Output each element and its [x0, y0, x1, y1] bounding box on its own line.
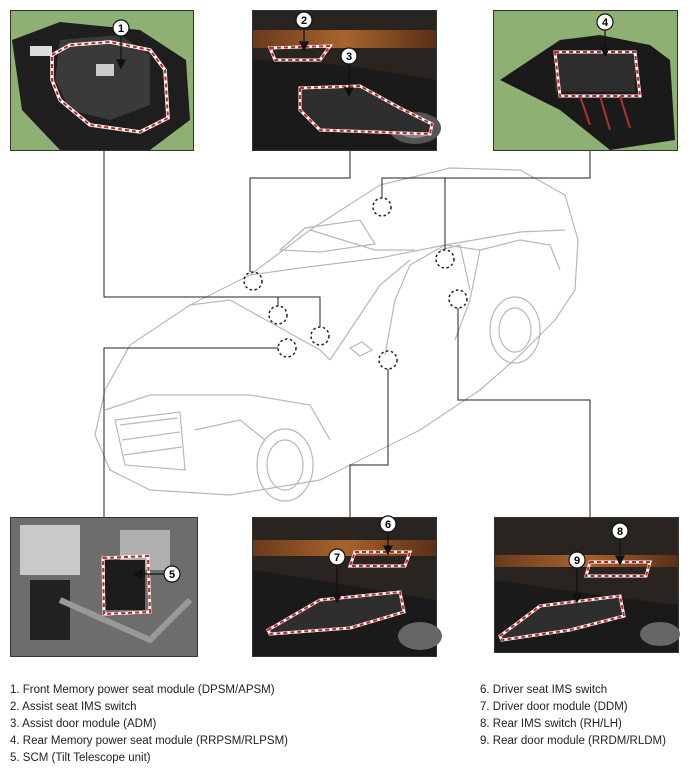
svg-text:7: 7	[334, 552, 340, 564]
callout-3: 3	[340, 47, 358, 65]
marker-assist-door	[310, 326, 330, 346]
legend-item-1: 1. Front Memory power seat module (DPSM/…	[10, 684, 275, 696]
svg-text:8: 8	[617, 526, 623, 538]
legend-item-3: 3. Assist door module (ADM)	[10, 718, 157, 730]
svg-text:9: 9	[574, 555, 580, 567]
callout-4: 4	[596, 13, 614, 31]
callout-1: 1	[112, 19, 130, 37]
photo8-detail	[495, 555, 680, 652]
marker-front-seat	[268, 305, 288, 325]
car-outline	[94, 167, 579, 502]
callout-badges: 1 2 3 4 5 6 7 8 9	[112, 11, 629, 583]
legend-item-8: 8. Rear IMS switch (RH/LH)	[480, 718, 622, 730]
svg-text:2: 2	[301, 15, 307, 27]
legend-left: 1. Front Memory power seat module (DPSM/…	[10, 682, 288, 767]
photo6-detail	[253, 540, 442, 656]
callout-6: 6	[379, 515, 397, 533]
photo1-detail	[12, 22, 190, 150]
callout-2: 2	[295, 11, 313, 29]
legend-item-7: 7. Driver door module (DDM)	[480, 701, 628, 713]
marker-rear-ims	[435, 249, 455, 269]
marker-rear-seat	[372, 197, 392, 217]
callout-7: 7	[328, 548, 346, 566]
leader-lines	[103, 151, 591, 517]
legend-item-6: 6. Driver seat IMS switch	[480, 684, 608, 696]
callout-9: 9	[568, 551, 586, 569]
location-markers	[243, 197, 468, 370]
callout-arrows	[116, 28, 625, 604]
marker-scm	[277, 338, 297, 358]
marker-rear-door	[448, 289, 468, 309]
legend-item-2: 2. Assist seat IMS switch	[10, 701, 137, 713]
svg-text:3: 3	[346, 51, 352, 63]
photo5-detail	[11, 518, 197, 656]
svg-text:1: 1	[118, 23, 124, 35]
photo3-detail	[500, 35, 675, 150]
legend-item-4: 4. Rear Memory power seat module (RRPSM/…	[10, 735, 288, 747]
svg-text:5: 5	[169, 569, 175, 581]
svg-text:4: 4	[602, 17, 609, 29]
callout-5: 5	[163, 565, 181, 583]
marker-driver-door	[378, 350, 398, 370]
svg-text:6: 6	[385, 519, 391, 531]
legend-item-5: 5. SCM (Tilt Telescope unit)	[10, 752, 151, 764]
legend-item-9: 9. Rear door module (RRDM/RLDM)	[480, 735, 666, 747]
photo2-detail	[253, 30, 441, 150]
legend-right: 6. Driver seat IMS switch 7. Driver door…	[480, 682, 666, 750]
marker-assist-switch	[243, 271, 263, 291]
callout-8: 8	[611, 522, 629, 540]
